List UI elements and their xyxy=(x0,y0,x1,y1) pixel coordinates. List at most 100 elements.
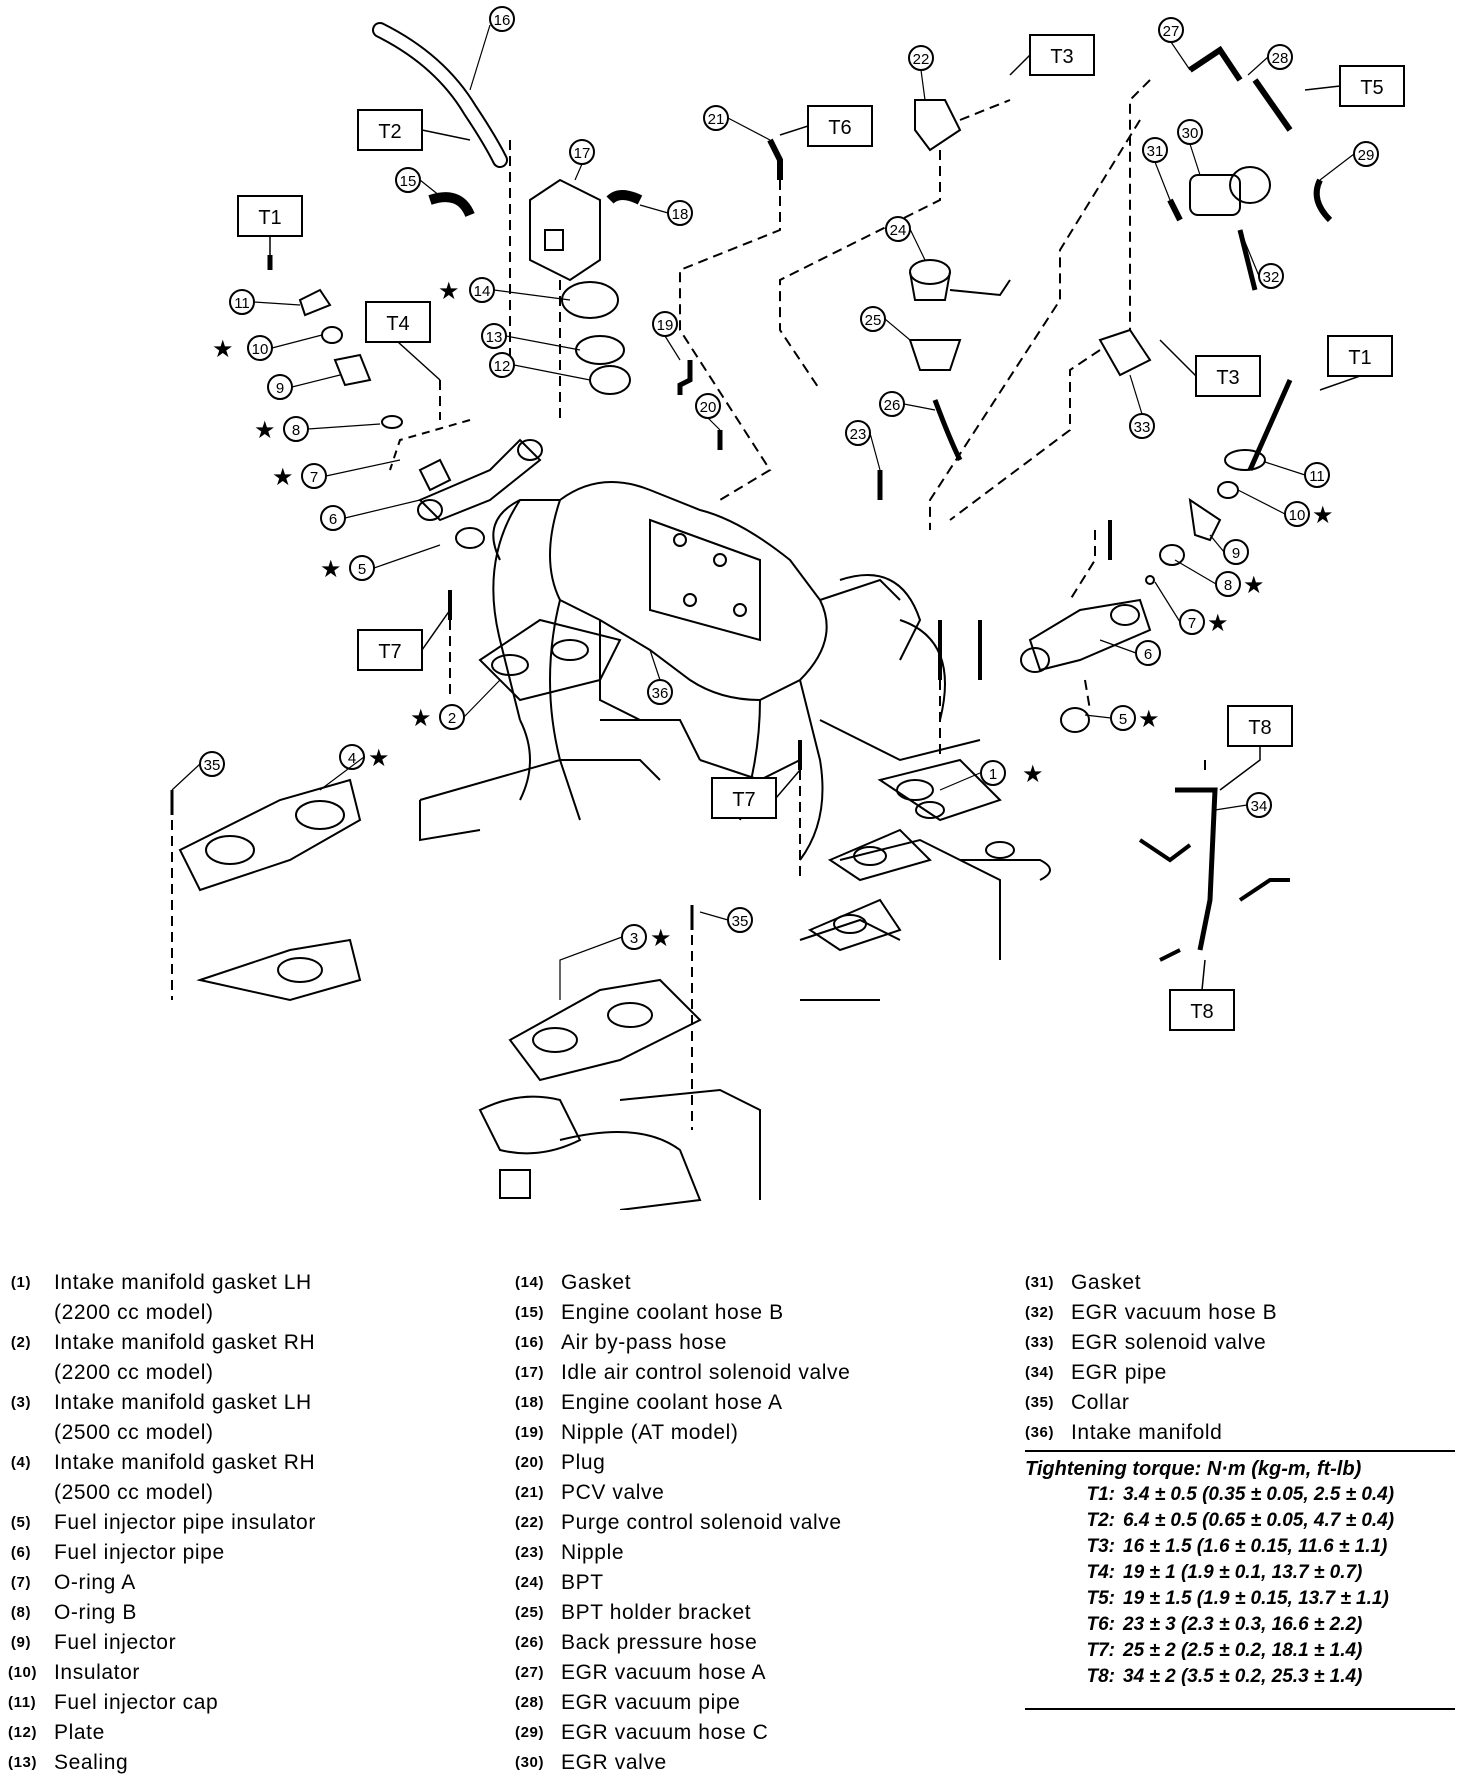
legend-number: (26) xyxy=(515,1634,545,1651)
svg-text:★: ★ xyxy=(254,417,276,444)
legend-item: (19)Nipple (AT model) xyxy=(515,1418,985,1448)
callout-15: 15 xyxy=(395,167,421,193)
torque-tag-t1-right: T1 xyxy=(1327,335,1393,377)
svg-text:6: 6 xyxy=(1144,646,1152,663)
legend-label-line: Sealing xyxy=(54,1751,129,1774)
torque-tag-t6: T6 xyxy=(807,105,873,147)
legend-label: EGR solenoid valve xyxy=(1071,1328,1465,1358)
legend-column-3: (31)Gasket(32)EGR vacuum hose B(33)EGR s… xyxy=(1025,1268,1465,1448)
svg-text:★: ★ xyxy=(410,705,432,732)
legend-number: (21) xyxy=(515,1484,545,1501)
egr-drawing xyxy=(929,45,1333,530)
legend-item: (17)Idle air control solenoid valve xyxy=(515,1358,985,1388)
svg-text:10: 10 xyxy=(1289,507,1306,524)
legend-label-line: Engine coolant hose A xyxy=(561,1391,783,1414)
legend-label-line: (2500 cc model) xyxy=(54,1421,214,1444)
svg-text:31: 31 xyxy=(1147,143,1164,160)
torque-value: 34 ± 2 (3.5 ± 0.2, 25.3 ± 1.4) xyxy=(1123,1666,1363,1687)
legend-label: Plate xyxy=(54,1718,478,1748)
svg-text:11: 11 xyxy=(234,295,250,312)
gasket-2-drawing xyxy=(478,618,622,702)
legend-label: EGR valve xyxy=(561,1748,985,1778)
torque-row: T5:19 ± 1.5 (1.9 ± 0.15, 13.7 ± 1.1) xyxy=(1025,1586,1455,1612)
legend-label-line: EGR vacuum hose C xyxy=(561,1721,769,1744)
exploded-diagram: T1 T2 T3 T4 T5 T6 T7 T8 T1 T3 T7 T8 xyxy=(170,6,1405,1210)
legend-label: EGR vacuum hose B xyxy=(1071,1298,1465,1328)
legend-item: (25)BPT holder bracket xyxy=(515,1598,985,1628)
legend-label-line: Air by-pass hose xyxy=(561,1331,728,1354)
gasket-3-drawing xyxy=(478,978,761,1210)
svg-text:7: 7 xyxy=(310,469,318,486)
callout-9-right: 9 xyxy=(1223,539,1249,565)
legend-item: (5)Fuel injector pipe insulator xyxy=(8,1508,478,1538)
torque-tag-t5: T5 xyxy=(1339,65,1405,107)
torque-key: T6: xyxy=(1086,1614,1116,1635)
legend-label-line: Intake manifold gasket LH xyxy=(54,1271,312,1294)
svg-text:8: 8 xyxy=(1224,577,1232,594)
legend-label-line: Intake manifold gasket LH xyxy=(54,1391,312,1414)
legend-label-line: Gasket xyxy=(1071,1271,1142,1294)
right-injector-drawing xyxy=(1020,378,1293,733)
svg-text:6: 6 xyxy=(329,511,337,528)
svg-text:★: ★ xyxy=(1243,572,1265,599)
legend-item: (26) Back pressure hose xyxy=(515,1628,985,1658)
torque-value: 19 ± 1 (1.9 ± 0.1, 13.7 ± 0.7) xyxy=(1123,1562,1363,1583)
callout-24: 24 xyxy=(885,216,911,242)
legend-number: (3) xyxy=(10,1394,32,1411)
callout-20: 20 xyxy=(695,393,721,419)
legend-item: (27)EGR vacuum hose A xyxy=(515,1658,985,1688)
legend-label: EGR vacuum hose C xyxy=(561,1718,985,1748)
legend-item: (13)Sealing xyxy=(8,1748,478,1778)
legend-number: (23) xyxy=(515,1544,545,1561)
legend-number: (8) xyxy=(10,1604,32,1621)
torque-tag-t7-center: T7 xyxy=(711,777,777,819)
legend-number: (7) xyxy=(10,1574,32,1591)
legend-column-2: (14)Gasket(15)Engine coolant hose B(16)A… xyxy=(515,1268,985,1778)
legend-label: Intake manifold gasket RH(2500 cc model) xyxy=(54,1448,478,1508)
torque-key: T2: xyxy=(1086,1510,1116,1531)
air-bypass-hose-drawing xyxy=(372,22,508,168)
torque-tag-t2: T2 xyxy=(357,109,423,151)
svg-text:32: 32 xyxy=(1263,269,1280,286)
legend-item: (16)Air by-pass hose xyxy=(515,1328,985,1358)
callout-5-right: 5★ xyxy=(1110,705,1160,733)
svg-text:★: ★ xyxy=(320,556,342,583)
legend-number: (24) xyxy=(515,1574,545,1591)
svg-text:T8: T8 xyxy=(1248,717,1271,739)
legend-label-line: Plug xyxy=(561,1451,606,1474)
callout-35-left: 35 xyxy=(199,751,225,777)
callout-14: 14★ xyxy=(438,277,495,305)
legend-label-line: Engine coolant hose B xyxy=(561,1301,784,1324)
svg-text:16: 16 xyxy=(494,12,511,29)
torque-value: 6.4 ± 0.5 (0.65 ± 0.05, 4.7 ± 0.4) xyxy=(1123,1510,1395,1531)
torque-key: T3: xyxy=(1086,1536,1116,1557)
legend-number: (6) xyxy=(10,1544,32,1561)
callout-34: 34 xyxy=(1246,792,1272,818)
svg-text:T6: T6 xyxy=(828,117,851,139)
callout-25: 25 xyxy=(860,306,886,332)
legend-item: (4) Intake manifold gasket RH(2500 cc mod… xyxy=(8,1448,478,1508)
callout-6-left: 6 xyxy=(320,505,346,531)
torque-rows: T1:3.4 ± 0.5 (0.35 ± 0.05, 2.5 ± 0.4)T2:… xyxy=(1025,1482,1455,1690)
svg-text:27: 27 xyxy=(1163,23,1180,40)
legend-number: (4) xyxy=(10,1454,32,1471)
legend-label: Intake manifold xyxy=(1071,1418,1465,1448)
legend-number: (34) xyxy=(1025,1364,1055,1381)
legend-label-line: EGR vacuum hose A xyxy=(561,1661,767,1684)
legend-label: Back pressure hose xyxy=(561,1628,985,1658)
legend-label-line: Gasket xyxy=(561,1271,632,1294)
torque-row: T2: 6.4 ± 0.5 (0.65 ± 0.05, 4.7 ± 0.4) xyxy=(1025,1508,1455,1534)
legend-item: (18)Engine coolant hose A xyxy=(515,1388,985,1418)
legend-item: (3) Intake manifold gasket LH (2500 cc mod… xyxy=(8,1388,478,1448)
svg-text:★: ★ xyxy=(212,336,234,363)
callout-31: 31 xyxy=(1142,137,1168,163)
legend-number: (19) xyxy=(515,1424,545,1441)
callout-4: 4★ xyxy=(339,744,390,772)
legend-item: (24)BPT xyxy=(515,1568,985,1598)
legend-label-line: Intake manifold xyxy=(1071,1421,1223,1444)
svg-text:21: 21 xyxy=(708,111,725,128)
torque-key: T7: xyxy=(1086,1640,1116,1661)
legend-number: (36) xyxy=(1025,1424,1055,1441)
callout-13: 13 xyxy=(481,323,507,349)
svg-text:15: 15 xyxy=(400,173,417,190)
